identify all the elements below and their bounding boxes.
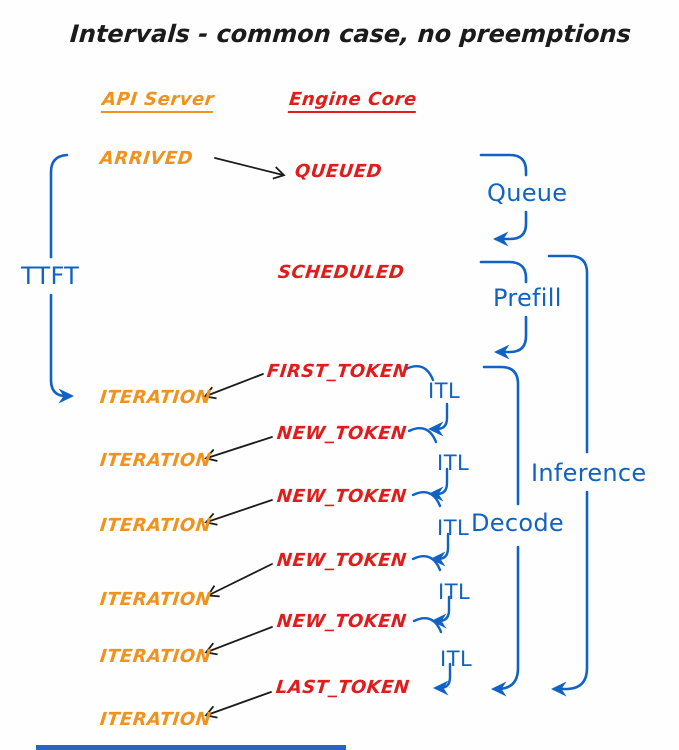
itl-arc-5 bbox=[412, 617, 443, 634]
event-iteration-6: ITERATION bbox=[98, 709, 213, 730]
arrow-newtoken4-iteration bbox=[204, 626, 273, 656]
event-new-token-4: NEW_TOKEN bbox=[275, 611, 408, 632]
event-arrows bbox=[203, 157, 286, 719]
event-new-token-2: NEW_TOKEN bbox=[275, 486, 408, 507]
interval-label-inference: Inference bbox=[531, 459, 647, 487]
column-header-engine-core: Engine Core bbox=[287, 89, 418, 113]
itl-arc-1 bbox=[404, 365, 435, 382]
event-new-token-1: NEW_TOKEN bbox=[275, 423, 408, 444]
arrow-newtoken2-iteration bbox=[204, 499, 273, 526]
arrow-newtoken1-iteration bbox=[204, 436, 273, 462]
event-iteration-5: ITERATION bbox=[98, 646, 213, 667]
event-queued: QUEUED bbox=[293, 161, 384, 182]
interval-label-itl-2: ITL bbox=[437, 451, 470, 475]
arrow-arrived-queued bbox=[214, 157, 286, 180]
event-iteration-2: ITERATION bbox=[98, 450, 213, 471]
interval-label-decode: Decode bbox=[471, 509, 564, 537]
interval-label-itl-5: ITL bbox=[440, 647, 473, 671]
itl-arc-2 bbox=[407, 427, 438, 444]
event-first-token: FIRST_TOKEN bbox=[265, 361, 410, 382]
bottom-cropped-bar bbox=[36, 745, 346, 750]
event-scheduled: SCHEDULED bbox=[276, 262, 406, 283]
interval-label-ttft: TTFT bbox=[21, 262, 80, 290]
interval-label-itl-4: ITL bbox=[438, 580, 471, 604]
event-last-token: LAST_TOKEN bbox=[274, 677, 411, 698]
arrow-newtoken3-iteration bbox=[206, 563, 273, 598]
event-iteration-1: ITERATION bbox=[98, 387, 213, 408]
event-iteration-4: ITERATION bbox=[98, 589, 213, 610]
itl-arc-4 bbox=[411, 555, 442, 572]
event-arrived: ARRIVED bbox=[98, 148, 195, 169]
event-new-token-3: NEW_TOKEN bbox=[275, 550, 408, 571]
arrow-lasttoken-iteration bbox=[204, 691, 272, 719]
itl-arrow-1 bbox=[428, 402, 449, 437]
interval-label-itl-1: ITL bbox=[428, 379, 461, 403]
itl-arc-3 bbox=[411, 491, 442, 508]
arrow-firsttoken-iteration bbox=[203, 373, 264, 400]
diagram-title: Intervals - common case, no preemptions bbox=[69, 20, 632, 48]
event-iteration-3: ITERATION bbox=[98, 515, 213, 536]
interval-label-prefill: Prefill bbox=[493, 284, 562, 312]
interval-label-queue: Queue bbox=[487, 179, 568, 207]
interval-label-itl-3: ITL bbox=[437, 516, 470, 540]
column-header-api-server: API Server bbox=[100, 89, 216, 113]
